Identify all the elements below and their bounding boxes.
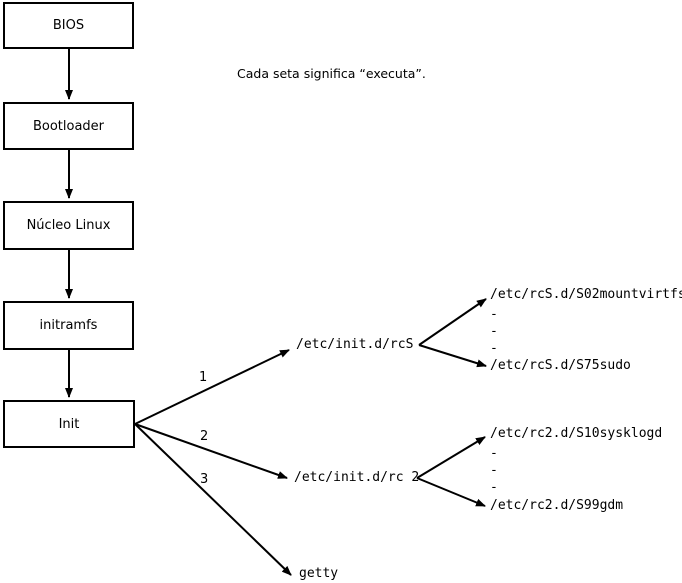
node-box-init[interactable]: Init xyxy=(3,400,135,448)
edge-label-3: 3 xyxy=(200,472,209,487)
edge-label-2: 2 xyxy=(200,429,209,444)
node-label-bootloader: Bootloader xyxy=(32,118,105,134)
node-label-rcs-first-script[interactable]: /etc/rcS.d/S02mountvirtfs xyxy=(490,287,682,302)
node-label-rc2-first-script[interactable]: /etc/rc2.d/S10sysklogd xyxy=(490,426,663,441)
ellipsis-dash-rcs-1: - xyxy=(490,307,498,322)
annotation-note: Cada seta significa “executa”. xyxy=(237,66,426,81)
ellipsis-dash-rc2-3: - xyxy=(490,480,498,495)
edge-rc2-to-first-script xyxy=(416,436,486,479)
ellipsis-dash-rcs-3: - xyxy=(490,341,498,356)
ellipsis-dash-rc2-1: - xyxy=(490,446,498,461)
node-label-rc2[interactable]: /etc/init.d/rc 2 xyxy=(294,470,420,485)
node-label-bios: BIOS xyxy=(52,18,85,33)
node-box-kernel[interactable]: Núcleo Linux xyxy=(3,201,134,250)
node-box-bootloader[interactable]: Bootloader xyxy=(3,102,134,150)
ellipsis-dash-rc2-2: - xyxy=(490,463,498,478)
node-label-rc2-last-script[interactable]: /etc/rc2.d/S99gdm xyxy=(490,498,624,513)
edge-init-to-getty xyxy=(134,423,292,576)
node-box-initramfs[interactable]: initramfs xyxy=(3,301,134,350)
node-label-initramfs: initramfs xyxy=(39,318,98,333)
ellipsis-dash-rcs-2: - xyxy=(490,324,498,339)
edge-rcs-to-first-script xyxy=(418,298,487,346)
node-label-rcs[interactable]: /etc/init.d/rcS xyxy=(296,337,414,352)
edge-init-to-rcs xyxy=(134,349,290,425)
node-label-init: Init xyxy=(58,416,80,432)
node-box-bios[interactable]: BIOS xyxy=(3,2,134,49)
node-label-rcs-last-script[interactable]: /etc/rcS.d/S75sudo xyxy=(490,358,631,373)
edge-rc2-to-last-script xyxy=(416,477,486,507)
edge-rcs-to-last-script xyxy=(418,344,487,368)
edge-label-1: 1 xyxy=(199,370,208,385)
node-label-getty[interactable]: getty xyxy=(299,566,339,581)
node-label-kernel: Núcleo Linux xyxy=(26,218,111,233)
edge-init-to-rc2 xyxy=(134,423,288,479)
